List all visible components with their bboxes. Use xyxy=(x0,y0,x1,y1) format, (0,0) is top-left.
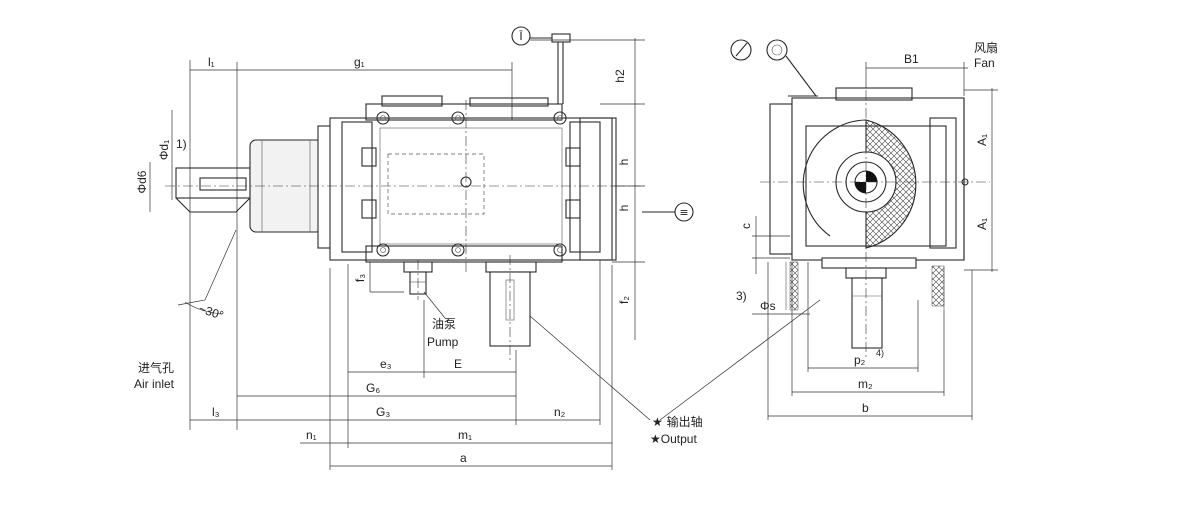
fan-label-en: Fan xyxy=(974,56,995,70)
label-note1: 1) xyxy=(176,137,187,151)
label-n2: n₂ xyxy=(554,405,566,419)
label-d6: Φd6 xyxy=(135,170,149,193)
label-b: b xyxy=(862,401,869,415)
label-e3: e₃ xyxy=(380,357,392,371)
side-view-dimensions xyxy=(752,62,998,420)
svg-text:Ī: Ī xyxy=(519,30,523,43)
label-G6: G₆ xyxy=(366,381,380,395)
label-l3: l₃ xyxy=(212,405,220,419)
label-f3: f₃ xyxy=(353,274,367,282)
label-a: a xyxy=(460,451,467,465)
output-label-en: ★Output xyxy=(650,432,697,446)
label-l1: l₁ xyxy=(208,55,215,69)
label-h-lower: h xyxy=(617,205,631,212)
front-view xyxy=(165,33,640,360)
pressure-gauge-icon xyxy=(766,39,817,97)
label-m2: m₂ xyxy=(858,377,873,391)
pump-label-cn: 油泵 xyxy=(432,317,456,331)
oil-level-icon: Ī xyxy=(511,26,531,46)
label-E: E xyxy=(454,357,462,371)
air-inlet-label-cn: 进气孔 xyxy=(138,360,174,375)
pump-label-en: Pump xyxy=(427,335,459,349)
label-m1: m₁ xyxy=(458,428,472,442)
label-d1: Φd₁ xyxy=(157,140,171,160)
label-A1-lower: A₁ xyxy=(975,218,989,230)
label-g1: g₁ xyxy=(354,55,365,69)
label-note4: 4) xyxy=(876,348,884,358)
label-B1: B1 xyxy=(904,52,919,66)
label-angle: ~30° xyxy=(197,302,225,323)
label-c: c xyxy=(739,223,753,229)
label-s: Φs xyxy=(760,299,776,313)
label-G3: G₃ xyxy=(376,405,390,419)
oil-drain-icon: ≡ xyxy=(642,202,694,222)
label-h2: h2 xyxy=(613,69,627,83)
fan-label-cn: 风扇 xyxy=(974,40,998,55)
label-f2: f₂ xyxy=(617,296,631,304)
label-p2: p₂ xyxy=(854,353,866,367)
thermometer-icon xyxy=(730,39,752,61)
label-A1-upper: A₁ xyxy=(975,134,989,146)
svg-text:≡: ≡ xyxy=(679,206,688,219)
label-h-upper: h xyxy=(617,159,631,166)
side-view xyxy=(760,87,990,360)
front-view-dimensions xyxy=(149,38,821,470)
output-label-cn: ★ 输出轴 xyxy=(652,414,703,429)
label-note3: 3) xyxy=(736,289,747,303)
label-n1: n₁ xyxy=(306,428,317,442)
air-inlet-label-en: Air inlet xyxy=(134,377,175,391)
